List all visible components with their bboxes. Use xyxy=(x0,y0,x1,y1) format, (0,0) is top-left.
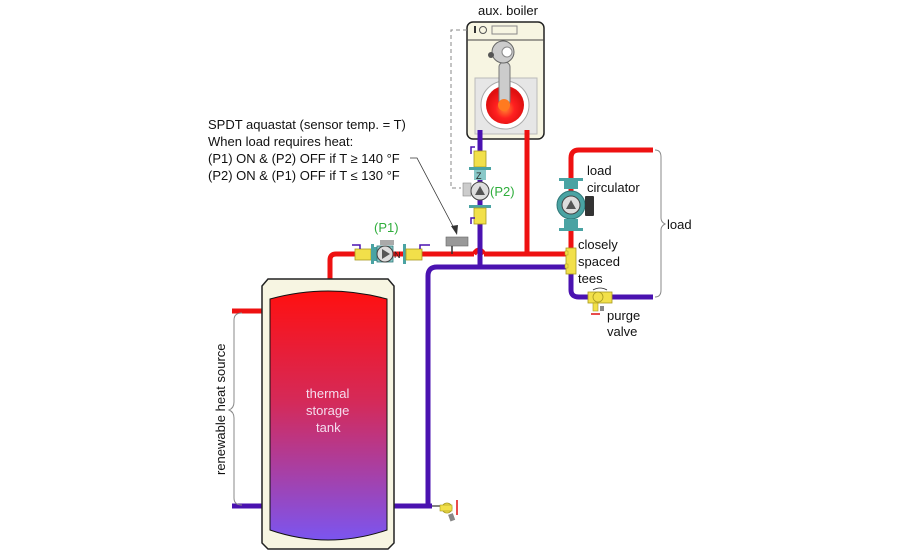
tank-label-line1: thermal xyxy=(306,386,349,401)
load-label: load xyxy=(667,217,692,232)
tees-label-line1: closely xyxy=(578,237,618,252)
check-valve-icon: N xyxy=(394,250,401,260)
check-valve-icon: Z xyxy=(476,171,482,181)
load-brace xyxy=(654,149,667,298)
thermal-storage-tank xyxy=(261,278,395,550)
p1-circulator: N xyxy=(352,240,430,264)
p1-label: (P1) xyxy=(374,220,399,235)
aquastat-sensor xyxy=(445,236,469,247)
p2-circulator: Z xyxy=(462,146,491,225)
tees-label-line2: spaced xyxy=(578,254,620,269)
note-line1: SPDT aquastat (sensor temp. = T) xyxy=(208,117,406,132)
renewable-brace xyxy=(227,312,243,506)
load-circulator-label-line2: circulator xyxy=(587,180,640,195)
purge-label-line1: purge xyxy=(607,308,640,323)
control-wire xyxy=(450,29,467,189)
p2-label: (P2) xyxy=(490,184,515,199)
note-line2: When load requires heat: xyxy=(208,134,353,149)
tees-label-line3: tees xyxy=(578,271,603,286)
drain-valve xyxy=(439,500,458,522)
load-circulator xyxy=(556,178,594,231)
purge-valve xyxy=(587,287,613,315)
renewable-heat-source-label: renewable heat source xyxy=(213,343,228,475)
load-circulator-label-line1: load xyxy=(587,163,612,178)
pump-arrow-icon xyxy=(475,186,485,195)
pump-arrow-icon xyxy=(566,200,576,209)
supply-piping xyxy=(232,130,653,314)
closely-spaced-tees xyxy=(564,247,577,275)
note-line4: (P2) ON & (P1) OFF if T ≤ 130 °F xyxy=(208,168,400,183)
tank-label-line2: storage xyxy=(306,403,349,418)
note-line3: (P1) ON & (P2) OFF if T ≥ 140 °F xyxy=(208,151,400,166)
leader-line xyxy=(410,157,457,233)
arrowhead-icon xyxy=(451,225,458,235)
purge-label-line2: valve xyxy=(607,324,637,339)
tank-label-line3: tank xyxy=(316,420,341,435)
pump-arrow-icon xyxy=(382,249,390,259)
aux-boiler xyxy=(466,21,545,140)
boiler-control-panel-icon xyxy=(474,25,518,35)
aux-boiler-label: aux. boiler xyxy=(478,3,539,18)
